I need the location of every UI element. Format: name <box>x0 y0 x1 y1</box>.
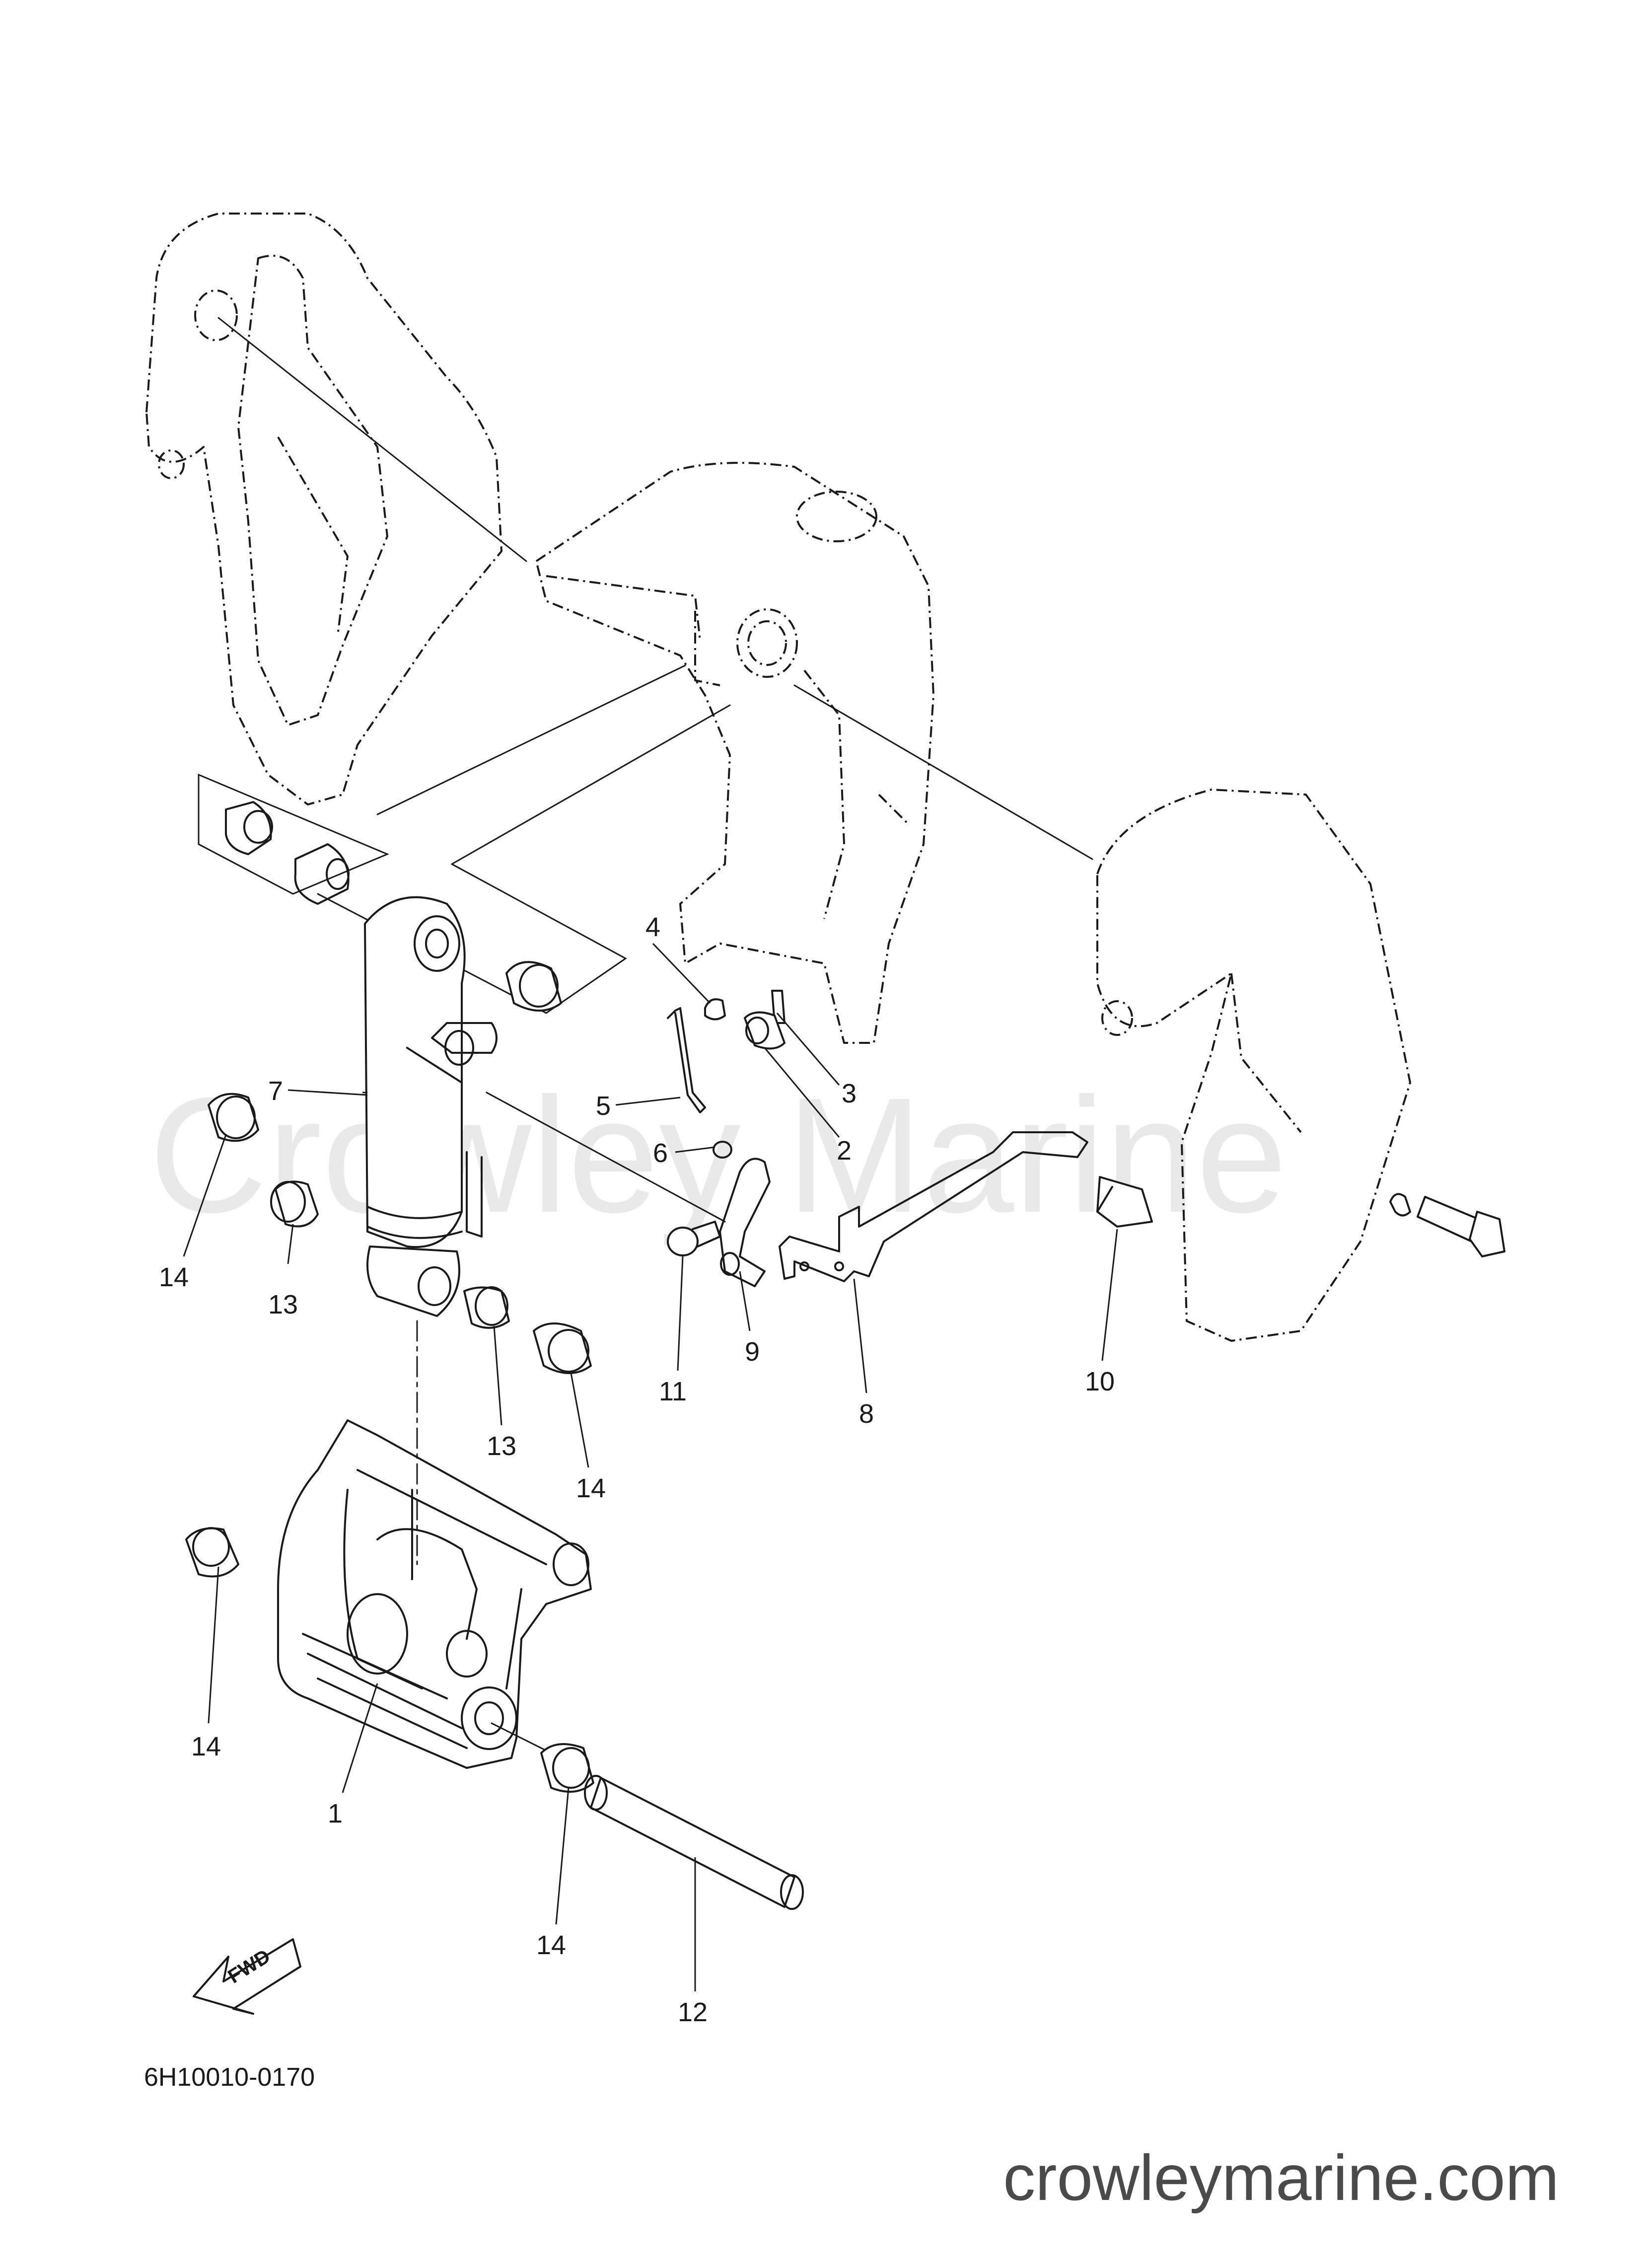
trim-link-bracket <box>277 1419 592 1769</box>
callout-12: 12 <box>678 1997 708 2027</box>
bushing-14-upper <box>505 961 562 1012</box>
callout-2: 2 <box>837 1136 852 1166</box>
callouts: 4 3 2 5 6 7 14 13 13 14 9 11 8 10 14 1 1… <box>159 912 1115 2027</box>
clip-4 <box>704 998 726 1021</box>
callout-13-a: 13 <box>268 1290 298 1319</box>
rod-5 <box>667 1007 706 1113</box>
trim-cylinder <box>364 896 498 1317</box>
callout-4: 4 <box>645 912 660 942</box>
bushing-13-right <box>463 1286 510 1329</box>
bushing-14-left <box>208 1093 259 1142</box>
center-lines <box>198 317 1093 1759</box>
trim-shaft <box>584 1775 804 1910</box>
diagram-code: 6H10010-0170 <box>144 2063 315 2092</box>
pad-10 <box>1096 1176 1153 1228</box>
callout-14-d: 14 <box>536 1930 566 1960</box>
callout-5: 5 <box>596 1091 611 1121</box>
washer-6 <box>713 1141 732 1159</box>
callout-14-a: 14 <box>159 1262 189 1292</box>
callout-14-b: 14 <box>576 1473 606 1503</box>
leader-lines <box>183 943 1118 1991</box>
bushing-14-right <box>533 1322 592 1374</box>
callout-6: 6 <box>653 1138 668 1168</box>
callout-9: 9 <box>745 1337 760 1367</box>
bushing-upper-left <box>225 801 350 905</box>
footer-url[interactable]: crowleymarine.com <box>1003 2141 1559 2214</box>
callout-1: 1 <box>328 1799 343 1829</box>
pin-3 <box>771 990 785 1024</box>
bushing-14-lower-right <box>540 1743 594 1793</box>
callout-13-b: 13 <box>487 1431 516 1461</box>
collar-2 <box>744 1011 785 1050</box>
callout-8: 8 <box>859 1399 874 1429</box>
fwd-label: FWD <box>224 1945 274 1988</box>
callout-3: 3 <box>842 1079 857 1108</box>
bushing-13-left <box>270 1180 319 1228</box>
bushing-14-lower-left <box>185 1527 239 1578</box>
lever-9 <box>719 1158 771 1287</box>
clamp-bracket-left <box>145 213 502 805</box>
callout-10: 10 <box>1085 1367 1115 1396</box>
callout-11: 11 <box>659 1377 687 1406</box>
bolt-right <box>1389 1193 1505 1257</box>
arm-8 <box>779 1131 1088 1282</box>
bolt-11 <box>667 1221 721 1256</box>
callout-14-c: 14 <box>191 1732 221 1761</box>
fwd-arrow: FWD <box>193 1938 301 2015</box>
clamp-bracket-right <box>1096 789 1411 1342</box>
swivel-bracket <box>535 462 934 1044</box>
callout-7: 7 <box>268 1076 283 1106</box>
